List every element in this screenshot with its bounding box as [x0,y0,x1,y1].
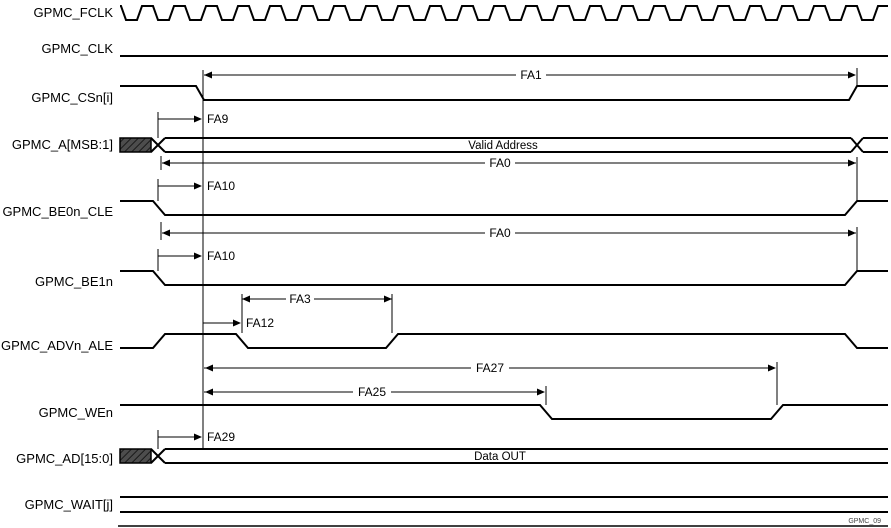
fa0-b-left-arrowhead [162,229,170,237]
fa10-b-arrowhead [194,252,202,260]
fa10-a-dimension [157,179,202,201]
gpmc-a-left-transition [150,137,166,153]
gpmc-ad-valid-rails [165,448,888,464]
fa3-left-arrowhead [242,295,250,303]
fa27-label: FA27 [476,361,504,375]
fa1-label-mask [516,69,546,81]
waveforms [118,5,888,527]
fa0-b-label-mask [485,227,515,239]
fa3-label-mask [286,293,314,305]
timing-annotations [157,68,858,449]
gpmc-csn-waveform [120,85,888,101]
fa12-dimension [203,319,241,327]
gpmc-a-tail-rails [863,137,888,153]
figure-watermark: GPMC_09 [848,518,881,525]
fa12-label: FA12 [246,316,274,330]
gpmc-fclk-clock-waveform [120,5,888,21]
fa27-left-arrowhead [205,364,213,372]
fa9-arrowhead [194,115,202,123]
fa3-label: FA3 [289,292,311,306]
gpmc-ad-bus-waveform [119,448,888,464]
labels: GPMC_FCLK GPMC_CLK GPMC_CSn[i] GPMC_A[MS… [1,5,881,525]
fa27-right-arrowhead [768,364,776,372]
signal-label-gpmc-be1n: GPMC_BE1n [35,274,113,289]
gpmc-be1n-waveform [120,270,888,286]
fa10-a-arrowhead [194,182,202,190]
gpmc-ad-left-transition [150,448,166,464]
signal-label-gpmc-a: GPMC_A[MSB:1] [12,137,113,152]
signal-label-gpmc-ad: GPMC_AD[15:0] [16,451,113,466]
fa1-right-arrowhead [848,71,856,79]
fa12-arrowhead [233,319,241,327]
fa3-right-arrowhead [384,295,392,303]
gpmc-wait-waveform [120,496,888,513]
fa25-right-arrowhead [537,388,545,396]
gpmc-a-right-transition [850,137,864,153]
fa10-b-dimension [157,249,202,271]
fa0-a-right-arrowhead [848,159,856,167]
fa0-a-left-arrowhead [162,159,170,167]
fa29-label: FA29 [207,430,235,444]
fa0-b-right-arrowhead [848,229,856,237]
valid-address-bus-label: Valid Address [468,140,538,152]
signal-label-gpmc-clk: GPMC_CLK [41,41,113,56]
fa10-a-label: FA10 [207,179,235,193]
fa0-a-label-mask [485,157,515,169]
signal-label-gpmc-csn: GPMC_CSn[i] [31,90,113,105]
fa1-left-arrowhead [204,71,212,79]
signal-label-gpmc-be0n-cle: GPMC_BE0n_CLE [2,204,113,219]
fa27-label-mask [471,362,509,374]
gpmc-a-valid-rails [165,137,851,153]
signal-label-gpmc-wait: GPMC_WAIT[j] [25,497,113,512]
fa0-b-label: FA0 [489,226,511,240]
fa9-dimension [157,112,202,138]
signal-label-gpmc-fclk: GPMC_FCLK [34,5,114,20]
fa25-left-arrowhead [205,388,213,396]
fa29-dimension [157,430,202,449]
gpmc-wen-waveform [120,404,888,420]
gpmc-be0n-cle-waveform [120,200,888,216]
signal-label-gpmc-advn-ale: GPMC_ADVn_ALE [1,338,113,353]
fa0-a-label: FA0 [489,156,511,170]
fa1-label: FA1 [520,68,542,82]
signal-label-gpmc-wen: GPMC_WEn [39,405,113,420]
gpmc-a-invalid-block [119,137,152,153]
fa29-arrowhead [194,433,202,441]
fa25-label: FA25 [358,385,386,399]
gpmc-a-bus-waveform [119,137,888,153]
fa9-label: FA9 [207,112,229,126]
gpmc-ad-invalid-block [119,448,152,464]
fa25-label-mask [353,386,391,398]
data-out-bus-label: Data OUT [474,451,526,463]
gpmc-advn-ale-waveform [120,333,888,349]
fa3-dimension [241,294,393,333]
fa10-b-label: FA10 [207,249,235,263]
